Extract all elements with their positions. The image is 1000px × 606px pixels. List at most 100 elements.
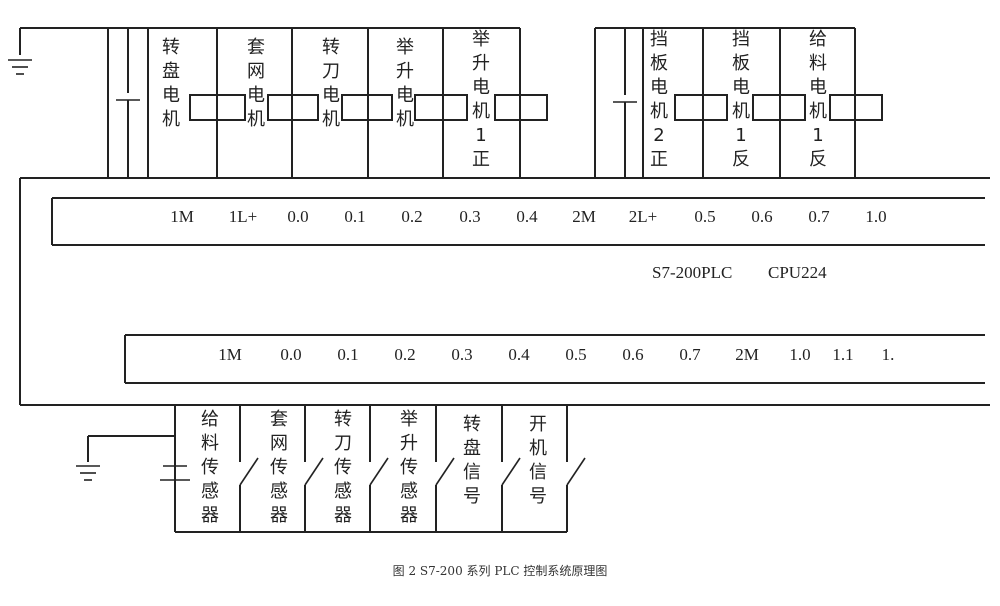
top-terminal-label: 0.5 [694, 207, 715, 226]
output-load-char: 机 [396, 109, 414, 130]
output-load-char: 挡 [650, 29, 668, 50]
output-load-char: 刀 [322, 61, 340, 82]
bottom-terminal-label: 1.1 [832, 345, 853, 364]
top-terminal-label: 2L+ [629, 207, 657, 226]
bottom-terminal-label: 0.0 [280, 345, 301, 364]
input-device-char: 开 [529, 414, 547, 435]
input-device-char: 套 [270, 409, 288, 430]
input-device-char: 给 [201, 409, 219, 430]
coil-jusheng [414, 94, 468, 121]
top-terminal-label: 0.4 [516, 207, 538, 226]
output-load-char: 电 [247, 85, 265, 106]
output-load-char: 转 [162, 37, 180, 58]
output-load-char: 举 [396, 37, 414, 58]
output-load-char: 机 [322, 109, 340, 130]
input-device-char: 器 [400, 505, 418, 526]
output-load-char: 给 [809, 29, 827, 50]
bottom-terminal-label: 1M [218, 345, 242, 364]
output-load-char: 电 [322, 85, 340, 106]
bottom-wiring [76, 405, 586, 533]
top-terminal-label: 0.7 [808, 207, 830, 226]
output-load-char: 升 [472, 53, 490, 74]
input-device-char: 传 [400, 457, 418, 478]
input-device-char: 机 [529, 438, 547, 459]
output-load-char: 套 [247, 37, 265, 58]
input-device-char: 感 [400, 481, 418, 502]
output-load-char: 电 [732, 77, 750, 98]
coil-zhuanpan [189, 94, 246, 121]
output-load-char: 1 [735, 125, 746, 146]
input-device-char: 传 [201, 457, 219, 478]
output-load-char: 反 [732, 149, 750, 170]
coil-zhuandao [341, 94, 393, 121]
output-load-char: 转 [322, 37, 340, 58]
input-device-char: 传 [334, 457, 352, 478]
input-device-char: 盘 [463, 438, 481, 459]
coil-taowang [267, 94, 319, 121]
input-device-char: 器 [270, 505, 288, 526]
output-load-char: 板 [650, 53, 668, 74]
input-device-char: 转 [463, 414, 481, 435]
top-terminal-label: 1L+ [229, 207, 257, 226]
output-load-char: 2 [653, 125, 664, 146]
input-device-char: 信 [463, 462, 481, 483]
bottom-terminal-label: 0.3 [451, 345, 472, 364]
output-load-char: 正 [650, 149, 668, 170]
top-terminal-label: 0.6 [751, 207, 772, 226]
output-load-char: 电 [162, 85, 180, 106]
input-device-char: 刀 [334, 433, 352, 454]
bottom-terminal-label: 0.5 [565, 345, 586, 364]
output-load-char: 料 [809, 53, 827, 74]
coil-dangban-1 [752, 94, 806, 121]
output-load-char: 正 [472, 149, 490, 170]
output-load-char: 网 [247, 61, 265, 82]
top-terminal-label: 1.0 [865, 207, 886, 226]
bottom-terminal-label: 1.0 [789, 345, 810, 364]
output-load-char: 电 [472, 77, 490, 98]
input-device-char: 料 [201, 433, 219, 454]
output-load-char: 挡 [732, 29, 750, 50]
coil-jusheng-1 [494, 94, 548, 121]
top-terminal-strip [51, 197, 985, 246]
bottom-terminal-strip [124, 334, 985, 384]
output-load-char: 机 [650, 101, 668, 122]
bottom-terminal-label: 0.4 [508, 345, 530, 364]
coil-boxes [189, 94, 883, 121]
input-device-char: 转 [334, 409, 352, 430]
top-terminal-label: 0.2 [401, 207, 422, 226]
bottom-terminal-label: 1. [882, 345, 895, 364]
output-load-char: 1 [812, 125, 823, 146]
top-terminal-label: 0.3 [459, 207, 480, 226]
bottom-terminal-label: 2M [735, 345, 759, 364]
output-load-char: 电 [809, 77, 827, 98]
top-terminal-label: 0.1 [344, 207, 365, 226]
input-device-char: 举 [400, 409, 418, 430]
top-wiring [8, 27, 856, 178]
input-device-char: 器 [334, 505, 352, 526]
top-terminal-label: 0.0 [287, 207, 308, 226]
output-load-char: 板 [732, 53, 750, 74]
output-load-char: 电 [650, 77, 668, 98]
output-load-char: 机 [247, 109, 265, 130]
input-device-char: 网 [270, 433, 288, 454]
output-load-char: 升 [396, 61, 414, 82]
output-load-char: 反 [809, 149, 827, 170]
input-device-char: 号 [529, 486, 547, 507]
coil-geiliao-1 [829, 94, 883, 121]
input-device-char: 器 [201, 505, 219, 526]
plc-body [19, 177, 990, 406]
output-load-char: 盘 [162, 61, 180, 82]
coil-dangban-2 [674, 94, 728, 121]
input-device-char: 号 [463, 486, 481, 507]
bottom-terminal-label: 0.7 [679, 345, 701, 364]
figure-caption: 图 2 S7-200 系列 PLC 控制系统原理图 [393, 564, 608, 578]
input-device-char: 信 [529, 462, 547, 483]
output-load-char: 机 [472, 101, 490, 122]
output-load-char: 机 [162, 109, 180, 130]
bottom-terminal-label: 0.2 [394, 345, 415, 364]
